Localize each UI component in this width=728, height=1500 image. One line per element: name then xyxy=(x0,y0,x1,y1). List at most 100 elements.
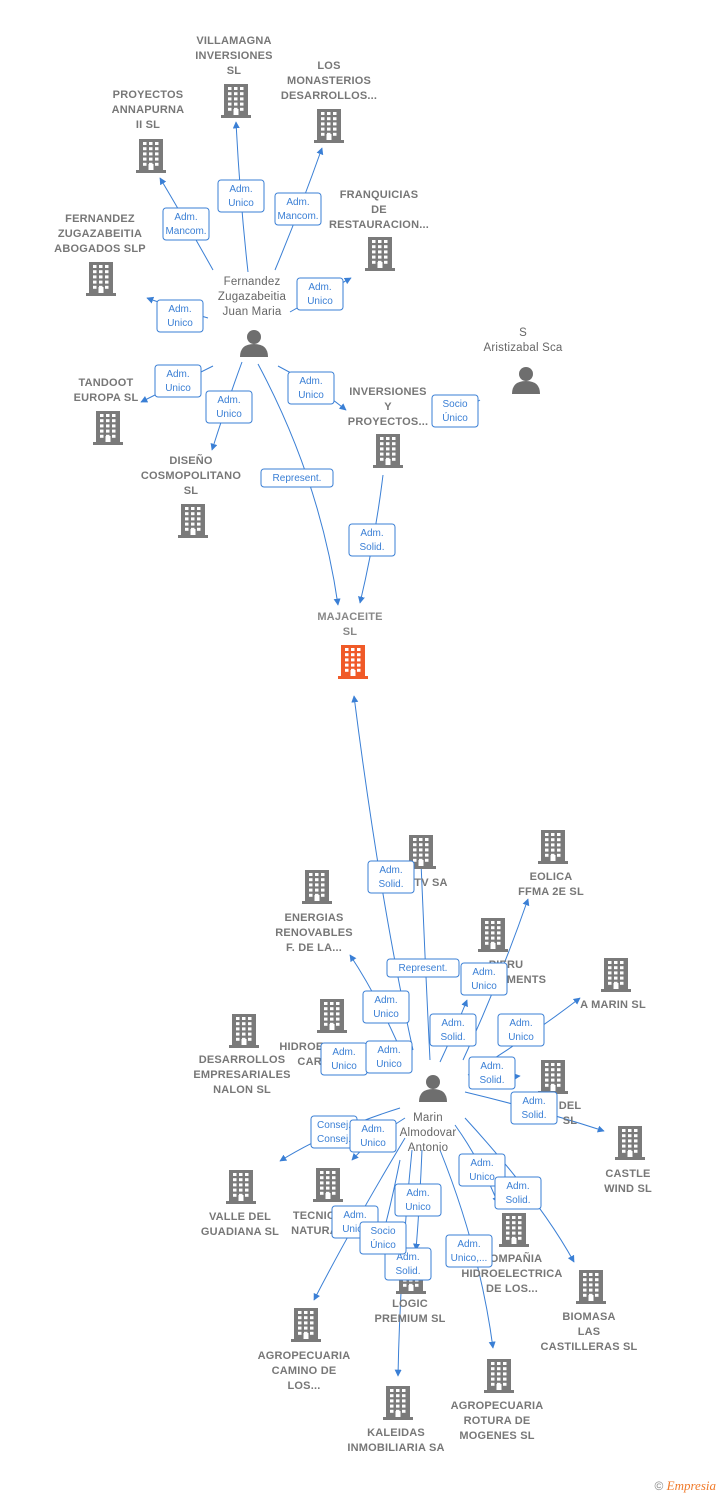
node-monasterios[interactable]: LOSMONASTERIOSDESARROLLOS... xyxy=(281,60,377,143)
edge-label-text: Unico xyxy=(405,1202,431,1213)
node-label-line: RESTAURACION... xyxy=(329,219,429,231)
building-icon xyxy=(615,1126,645,1160)
edge-label-marin-to-eolica[interactable]: Adm.Unico xyxy=(460,962,508,996)
node-label-line: LAS xyxy=(578,1326,601,1338)
node-label-line: FRANQUICIAS xyxy=(340,189,419,201)
edge-label-text: Adm. xyxy=(166,369,189,380)
building-icon xyxy=(226,1170,256,1204)
edge-label-fernandez-to-villamagna[interactable]: Adm.Unico xyxy=(217,179,265,213)
node-label-line: BIOMASA xyxy=(562,1311,615,1323)
edge-label-text: Solid. xyxy=(521,1110,546,1121)
node-label-line: DEL xyxy=(559,1100,582,1112)
building-icon xyxy=(93,411,123,445)
edge-label-marin-to-tvsa[interactable]: Represent. xyxy=(386,958,460,978)
node-label-line: VALLE DEL xyxy=(209,1211,271,1223)
node-label-line: PROYECTOS... xyxy=(348,416,428,428)
edge-label-marin-to-agrorotura[interactable]: Adm.Unico,... xyxy=(445,1234,493,1268)
node-label-line: DE LOS... xyxy=(486,1283,538,1295)
edge-label-inversiones-to-majaceite[interactable]: Adm.Solid. xyxy=(348,523,396,557)
node-label-line: INMOBILIARIA SA xyxy=(347,1442,444,1454)
node-label-line: DE xyxy=(371,204,387,216)
edge-label-fernandez-to-inversiones[interactable]: Adm.Unico xyxy=(287,371,335,405)
node-label-line: COSMOPOLITANO xyxy=(141,470,241,482)
edge-label-marin-to-biomasa[interactable]: Adm.Solid. xyxy=(494,1176,542,1210)
edge-label-fernandez-to-diseno[interactable]: Adm.Unico xyxy=(205,390,253,424)
edge-label-marin-to-desarrollos[interactable]: Adm.Unico xyxy=(365,1040,413,1074)
edge-label-fernandez-to-tandoot[interactable]: Adm.Unico xyxy=(154,364,202,398)
edge-label-marin-to-hidroe[interactable]: Adm.Unico xyxy=(320,1042,368,1076)
node-label-line: SL xyxy=(343,626,358,638)
node-label-line: HIDROELECTRICA xyxy=(461,1268,562,1280)
edge-label-fernandez-to-fzabogados[interactable]: Adm.Unico xyxy=(156,299,204,333)
node-label-line: MONASTERIOS xyxy=(287,75,371,87)
node-label-line: INVERSIONES xyxy=(349,386,426,398)
node-label-line: ZUGAZABEITIA xyxy=(58,228,142,240)
edge-label-marin-to-compania[interactable]: Adm.Unico xyxy=(458,1153,506,1187)
node-amarin[interactable]: A MARIN SL xyxy=(580,958,646,1011)
node-label-line: LOS... xyxy=(288,1380,321,1392)
edge-label-text: Adm. xyxy=(470,1158,493,1169)
edge-label-fernandez-to-majaceite[interactable]: Represent. xyxy=(260,468,334,488)
edge-label-text: Adm. xyxy=(361,1124,384,1135)
edge-label-text: Solid. xyxy=(479,1075,504,1086)
node-label-line: Fernandez xyxy=(224,276,281,288)
node-label-line: PREMIUM SL xyxy=(374,1313,445,1325)
edge-label-text: Socio xyxy=(442,399,467,410)
edge-label-text: Adm. xyxy=(406,1188,429,1199)
edge-label-fernandez-to-monasterios[interactable]: Adm.Mancom. xyxy=(274,192,322,226)
edge-label-text: Adm. xyxy=(374,995,397,1006)
edge-label-text: Unico xyxy=(167,318,193,329)
edge-label-marin-to-pieru[interactable]: Adm.Solid. xyxy=(429,1013,477,1047)
edge-label-marin-to-del[interactable]: Adm.Solid. xyxy=(468,1056,516,1090)
node-franquicias[interactable]: FRANQUICIAS DE RESTAURACION... xyxy=(329,189,429,271)
node-label-line: AGROPECUARIA xyxy=(258,1350,351,1362)
edge-label-fernandez-to-franquicias[interactable]: Adm.Unico xyxy=(296,277,344,311)
edge-label-marin-to-logic[interactable]: Adm. Unico xyxy=(394,1183,442,1217)
edge-label-text: Único xyxy=(442,411,468,424)
edge-label-marin-to-amarin[interactable]: Adm.Unico xyxy=(497,1013,545,1047)
edge-label-marin-to-tecni[interactable]: Adm.Unico xyxy=(349,1119,397,1153)
edge-label-marin-to-kaleidas[interactable]: Adm.Solid. xyxy=(384,1247,432,1281)
building-icon xyxy=(291,1308,321,1342)
person-icon xyxy=(512,367,540,394)
node-label-line: Juan Maria xyxy=(223,306,282,318)
node-label-line: Y xyxy=(384,401,392,413)
edge-label-marin-to-energias[interactable]: Adm.Unico xyxy=(362,990,410,1024)
edge-label-text: Mancom. xyxy=(165,226,206,237)
node-label-line: DESARROLLOS... xyxy=(281,90,377,102)
node-tvsa[interactable]: TV SA xyxy=(406,835,448,889)
node-label-line: DISEÑO xyxy=(169,454,213,467)
node-inversiones[interactable]: INVERSIONES Y PROYECTOS... xyxy=(348,386,428,468)
edge-label-marin-to-castle[interactable]: Adm.Solid. xyxy=(510,1091,558,1125)
brand-logo[interactable]: Empresia xyxy=(666,1478,716,1493)
edge-label-text: Adm. xyxy=(457,1239,480,1250)
edge-label-marin-to-majaceite[interactable]: Adm.Solid. xyxy=(367,860,415,894)
edge-label-fernandez-to-annapurna[interactable]: Adm.Mancom. xyxy=(162,207,210,241)
node-label-line: ENERGIAS xyxy=(284,912,343,924)
